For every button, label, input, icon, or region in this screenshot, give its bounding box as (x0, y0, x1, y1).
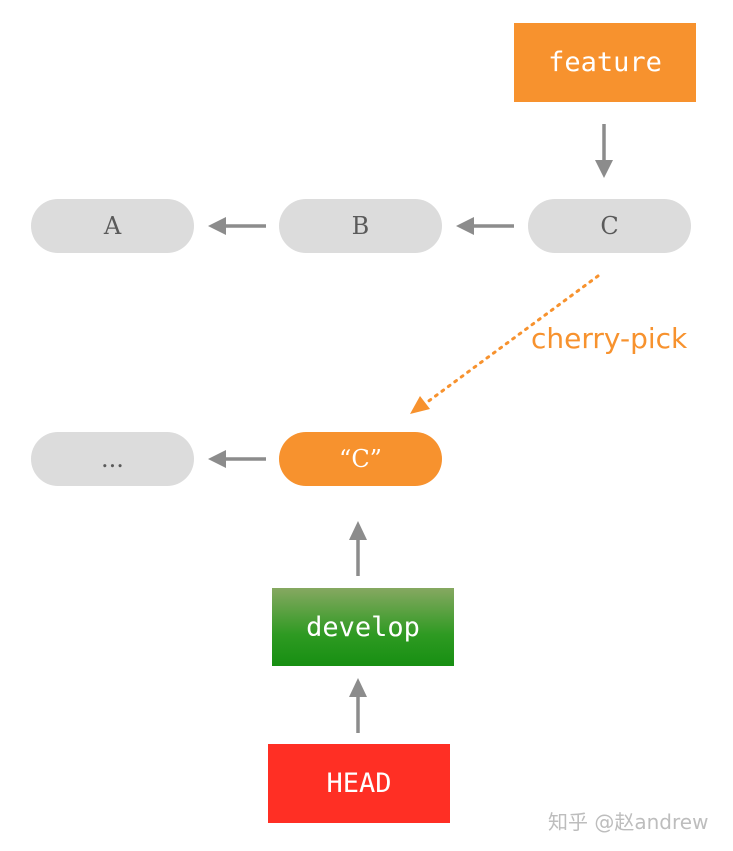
arrow-b-to-a (208, 217, 266, 235)
commit-a: A (31, 199, 194, 253)
commit-b: B (279, 199, 442, 253)
arrow-c-to-b (456, 217, 514, 235)
develop-label: develop (272, 588, 454, 666)
watermark: 知乎 @赵andrew (548, 810, 709, 834)
arrow-cherry-pick (410, 274, 600, 414)
commit-ellipsis: ... (31, 432, 194, 486)
commit-c: C (528, 199, 691, 253)
commit-c-copy: “C” (279, 432, 442, 486)
arrow-feature-to-c (595, 124, 613, 178)
feature-label: feature (514, 23, 696, 102)
arrow-develop-to-ccopy (349, 521, 367, 576)
cherry-pick-label: cherry-pick (531, 322, 688, 355)
arrow-head-to-develop (349, 678, 367, 733)
head-label: HEAD (268, 744, 450, 823)
arrow-ccopy-to-ellipsis (208, 450, 266, 468)
